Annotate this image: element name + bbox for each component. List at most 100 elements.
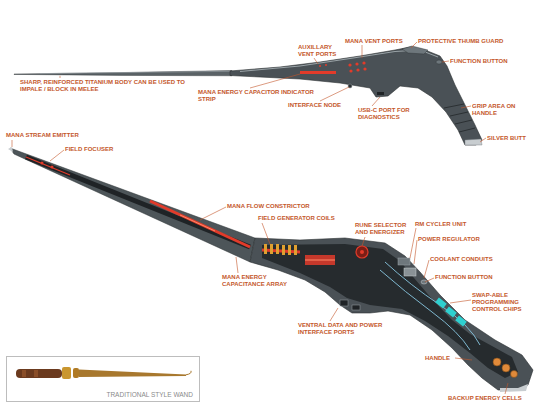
top-wand-body (300, 71, 336, 74)
bottom-wand-body (421, 280, 427, 284)
leader-line (480, 138, 486, 142)
top-wand-body (230, 46, 482, 145)
bottom-wand-body (264, 244, 267, 254)
leader-line (450, 300, 471, 303)
traditional-wand (186, 371, 191, 375)
leader-line (60, 76, 61, 78)
part-label: RUNE SELECTOR AND ENERGIZER (355, 222, 415, 236)
leader-line (262, 223, 270, 244)
bottom-wand-body (500, 384, 528, 392)
top-wand-body (402, 46, 428, 54)
bottom-wand-body (352, 305, 360, 310)
traditional-wand (34, 370, 38, 377)
bottom-wand-shaft (51, 166, 54, 169)
leader-line (442, 61, 449, 62)
part-label: SWAP-ABLE PROGRAMMING CONTROL CHIPS (472, 292, 532, 314)
bottom-wand-shaft (8, 147, 13, 152)
leader-line (236, 257, 238, 273)
part-label: MANA VENT PORTS (345, 38, 415, 45)
part-label: SHARP, REINFORCED TITANIUM BODY CAN BE U… (20, 79, 195, 93)
part-label: PROTECTIVE THUMB GUARD (418, 38, 528, 45)
inset-panel (6, 356, 200, 402)
bottom-wand-body (288, 245, 291, 255)
top-wand-body (349, 69, 352, 72)
leader-line (12, 140, 13, 147)
inset-caption: TRADITIONAL STYLE WAND (106, 391, 193, 398)
traditional-wand (79, 370, 186, 378)
top-wand-body (348, 63, 351, 66)
part-label: HANDLE (425, 355, 455, 362)
traditional-wand (16, 369, 62, 378)
part-label: COOLANT CONDUITS (430, 256, 505, 263)
top-wand-body (450, 112, 468, 116)
leader-line (505, 383, 508, 394)
bottom-wand-body (502, 364, 510, 372)
traditional-wand (73, 368, 79, 378)
part-label: FUNCTION BUTTON (450, 58, 520, 65)
bottom-wand-body (250, 238, 533, 390)
leader-line (314, 58, 318, 64)
leader-line (50, 150, 64, 161)
top-wand-body (355, 62, 358, 65)
top-wand-body (436, 60, 442, 64)
part-label: POWER REGULATOR (418, 236, 493, 243)
bottom-wand-body (294, 245, 297, 255)
bottom-wand-body (340, 300, 348, 306)
bottom-wand-shaft (26, 157, 250, 247)
top-wand-body (377, 92, 384, 95)
part-label: FIELD GENERATOR COILS (258, 215, 353, 222)
leader-line (200, 207, 226, 220)
bottom-wand-body (360, 250, 364, 254)
bottom-wand-body (305, 255, 335, 265)
leader-line (461, 106, 471, 108)
top-wand-body (319, 65, 321, 67)
bottom-wand-shaft (180, 215, 215, 231)
part-label: GRIP AREA ON HANDLE (472, 103, 532, 117)
traditional-wand (62, 367, 71, 379)
bottom-wand-body (380, 270, 470, 350)
leader-line (362, 45, 363, 58)
bottom-wand-shaft (41, 162, 44, 165)
top-wand-spike (14, 71, 232, 76)
leader-line (414, 240, 417, 264)
part-label: SILVER BUTT (487, 135, 532, 142)
leader-line (425, 278, 434, 282)
top-wand-body (444, 104, 464, 108)
bottom-wand-body (445, 307, 457, 318)
top-wand-body (465, 139, 482, 145)
leader-line (362, 237, 365, 246)
bottom-wand-body (435, 298, 447, 309)
leader-line (424, 260, 429, 278)
leader-line (372, 97, 380, 106)
bottom-wand-body (455, 316, 467, 327)
part-label: VENTRAL DATA AND POWER INTERFACE PORTS (298, 322, 408, 336)
leader-line (320, 87, 349, 101)
inset-box: TRADITIONAL STYLE WAND (6, 356, 200, 402)
part-label: MANA ENERGY CAPACITOR INDICATOR STRIP (198, 89, 333, 103)
top-wand-spike (40, 71, 230, 73)
bottom-wand-body (398, 258, 410, 265)
bottom-wand-body (305, 260, 335, 261)
bottom-wand-body (270, 244, 273, 254)
bottom-wand-body (356, 246, 368, 258)
bottom-wand-shaft (10, 148, 255, 262)
part-label: INTERFACE NODE (288, 102, 353, 109)
part-label: MANA STREAM EMITTER (6, 132, 96, 139)
bottom-wand-body (276, 244, 279, 254)
inset-panel (6, 356, 200, 402)
top-wand-body (230, 47, 482, 145)
traditional-wand (16, 367, 191, 379)
bottom-wand-body (250, 238, 533, 392)
bottom-wand-body (493, 358, 501, 366)
top-wand-spike (14, 71, 232, 76)
part-label: MANA FLOW CONSTRICTOR (227, 203, 322, 210)
leader-line (330, 308, 338, 321)
bottom-wand-shaft (26, 157, 70, 175)
part-label: AUXILLARY VENT PORTS (298, 44, 343, 58)
part-label: BACKUP ENERGY CELLS (448, 395, 536, 402)
part-label: MANA ENERGY CAPACITANCE ARRAY (222, 274, 296, 288)
leader-line (250, 74, 300, 88)
part-label: FUNCTION BUTTON (435, 274, 510, 281)
leader-line (455, 358, 472, 360)
